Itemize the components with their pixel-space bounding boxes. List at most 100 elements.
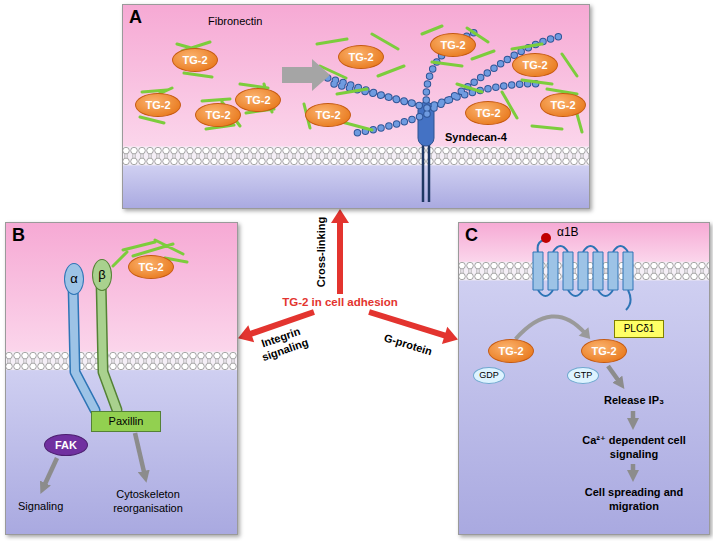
- arrow-head: [331, 209, 349, 223]
- panel-b-art: [5, 222, 238, 535]
- node-text: TG-2: [550, 99, 575, 112]
- syndecan-label: Syndecan-4: [445, 131, 507, 145]
- node-text: TG-2: [522, 59, 547, 72]
- outcome-label: Signaling: [18, 500, 63, 514]
- panel-box: Bα β TG-2PaxillinFAK Signaling Cytoskeleton …: [5, 222, 238, 535]
- panel-a-art: [122, 4, 590, 209]
- integrin-beta-stalk: [101, 280, 117, 410]
- edge-label: Cross-linking: [315, 216, 328, 286]
- panel-letter: C: [465, 225, 478, 246]
- edge-label-box: Integrin signaling: [251, 322, 314, 366]
- plc-box: PLCδ1: [614, 320, 664, 338]
- grey-arrow: [631, 464, 636, 471]
- node-text: TG-2: [182, 54, 207, 67]
- node-text: PLCδ1: [624, 323, 655, 335]
- step-label: Cell spreading and migration: [579, 486, 689, 514]
- tg2-enzyme: TG-2: [172, 48, 218, 72]
- edge-label: G-protein: [382, 331, 433, 358]
- grey-arrow: [608, 366, 618, 380]
- arrow-curve: [516, 316, 585, 339]
- node-text: TG-2: [591, 345, 616, 358]
- tg2-enzyme: TG-2: [540, 93, 586, 117]
- gdp-oval: GDP: [473, 367, 505, 384]
- membrane-bilayer: [122, 147, 590, 165]
- panel-letter: B: [12, 225, 25, 246]
- tg2-enzyme: TG-2: [128, 255, 174, 279]
- tg2-enzyme: TG-2: [581, 339, 627, 363]
- membrane: [5, 352, 238, 370]
- receptor-label: α1B: [557, 225, 579, 240]
- tg2-enzyme: TG-2: [488, 339, 534, 363]
- node-text: GTP: [574, 370, 593, 380]
- paxillin-box: Paxillin: [91, 411, 161, 432]
- membrane: [122, 147, 590, 165]
- connector: [516, 316, 591, 339]
- tg2-enzyme: TG-2: [305, 103, 351, 127]
- node-text: TG-2 in cell adhesion: [282, 296, 398, 309]
- fak-oval: FAK: [44, 434, 88, 456]
- center-title: TG-2 in cell adhesion: [278, 294, 402, 312]
- grey-arrow: [631, 411, 636, 419]
- panel-ground: [122, 4, 590, 209]
- node-text: GDP: [479, 370, 499, 380]
- tg2-enzyme: TG-2: [338, 45, 384, 69]
- node-text: TG-2: [205, 109, 230, 122]
- node-text: TG-2: [245, 94, 270, 107]
- assembly-arrow: [282, 59, 330, 91]
- integrin-beta: β: [92, 259, 112, 291]
- edge-label: Integrin signaling: [251, 322, 314, 366]
- node-text: TG-2: [475, 107, 500, 120]
- fibronectin-fibres: [304, 26, 582, 132]
- panel-box: C TG-2GDP TG-2 PLCδ1GTP α1B Release IP₃ Ca²⁺ d…: [458, 222, 710, 535]
- node-text: α: [70, 272, 78, 287]
- arrow-line: [369, 312, 446, 336]
- node-text: TG-2: [498, 345, 523, 358]
- label-box: Fibronectin: [208, 15, 262, 29]
- arrow-head: [442, 327, 458, 344]
- label-box: α1B: [557, 225, 579, 240]
- node-text: TG-2: [138, 261, 163, 274]
- syndecan-stalk: [428, 142, 431, 202]
- panel-box: ATG-2TG-2TG-2TG-2TG-2TG-2TG-2TG-2TG-2TG-…: [122, 4, 590, 209]
- step-label: Release IP₃: [579, 394, 689, 408]
- arrow-head: [238, 325, 254, 342]
- tg2-enzyme: TG-2: [430, 33, 476, 57]
- panel-letter: A: [129, 7, 142, 28]
- label-box: Syndecan-4: [445, 131, 507, 145]
- ligand-dot: [541, 233, 551, 243]
- connector: [331, 209, 349, 294]
- arrow-head: [579, 327, 591, 339]
- tg2-enzyme: TG-2: [235, 88, 281, 112]
- node-text: FAK: [55, 439, 77, 452]
- tg2-enzyme: TG-2: [512, 53, 558, 77]
- label-box: Ca²⁺ dependent cell signaling: [579, 434, 689, 462]
- tg2-enzyme: TG-2: [135, 93, 181, 117]
- node-text: β: [98, 268, 105, 283]
- label-box: Cell spreading and migration: [579, 486, 689, 514]
- integrin-alpha-stalk: [73, 284, 95, 410]
- syndecan-stalk: [422, 142, 425, 202]
- node-text: TG-2: [440, 39, 465, 52]
- panel-c-art: [458, 222, 710, 535]
- label-box: Signaling: [18, 500, 63, 514]
- integrin-beta-stalk: [101, 280, 117, 410]
- step-label: Ca²⁺ dependent cell signaling: [579, 434, 689, 462]
- membrane-bilayer: [5, 352, 238, 370]
- fibronectin-label: Fibronectin: [208, 15, 262, 29]
- grey-arrow: [45, 458, 57, 484]
- node-text: TG-2: [348, 51, 373, 64]
- outcome-label: Cytoskeleton reorganisation: [98, 488, 198, 516]
- integrin-alpha-stalk: [73, 284, 95, 410]
- label-box: Release IP₃: [579, 394, 689, 408]
- tg2-enzyme: TG-2: [195, 103, 241, 127]
- grey-arrow: [135, 433, 144, 472]
- panel-ground: [5, 222, 238, 535]
- gtp-oval: GTP: [567, 367, 599, 384]
- edge-label-box: G-protein: [382, 331, 433, 358]
- label-box: Cytoskeleton reorganisation: [98, 488, 198, 516]
- integrin-alpha: α: [64, 263, 84, 295]
- edge-label-box: Cross-linking: [315, 216, 328, 286]
- node-text: TG-2: [145, 99, 170, 112]
- node-text: Paxillin: [109, 415, 144, 428]
- receptor-helices: [533, 252, 633, 290]
